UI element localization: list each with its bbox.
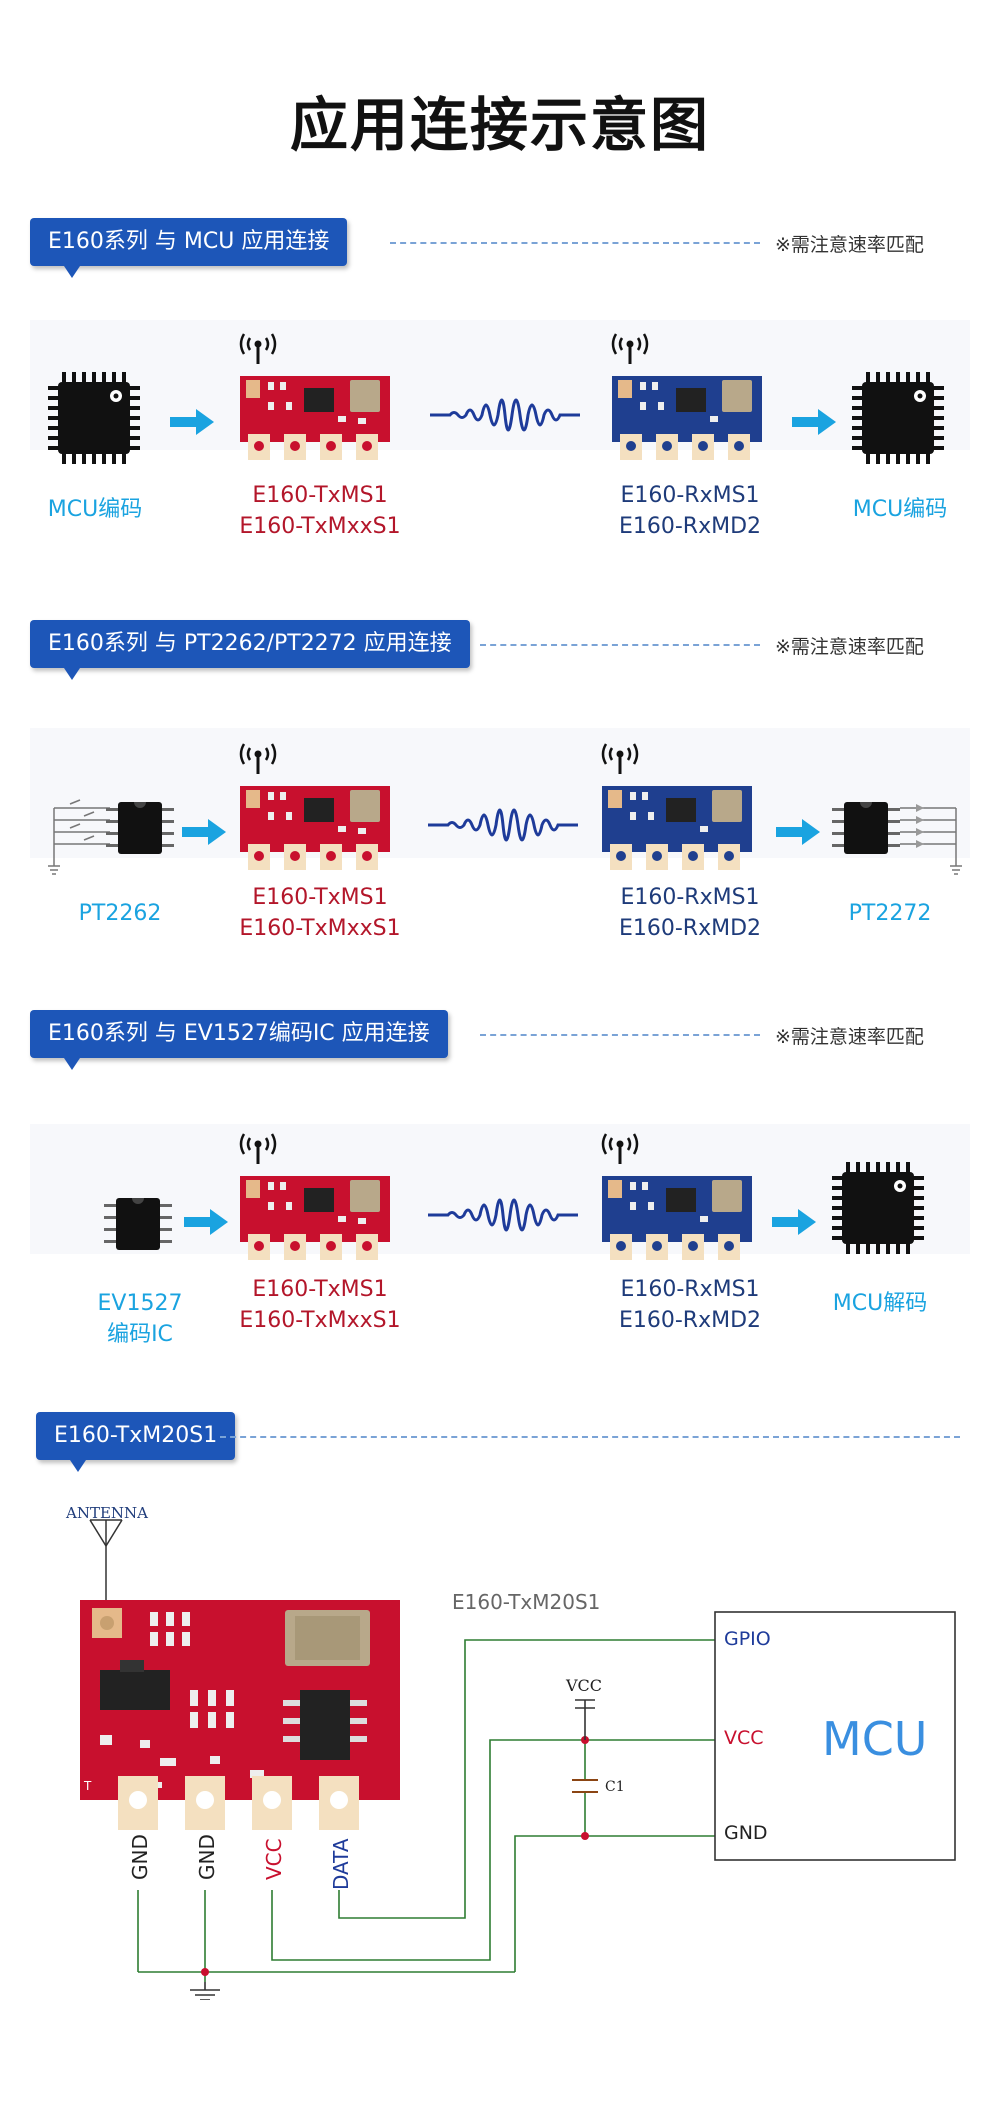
tx-label-1: E160-TxMS1 — [252, 885, 388, 910]
schematic-module-icon: T — [80, 1600, 400, 1830]
rx-label-1: E160-RxMS1 — [620, 1277, 760, 1302]
mcu-label: MCU — [822, 1712, 928, 1766]
pin-label-data: DATA — [329, 1838, 353, 1890]
pin-label-gnd-1: GND — [128, 1834, 152, 1880]
rx-label-2: E160-RxMD2 — [618, 1308, 762, 1333]
pin-label-gnd-2: GND — [195, 1834, 219, 1880]
pin-label-vcc: VCC — [262, 1838, 286, 1880]
section-header-pt2262: E160系列 与 PT2262/PT2272 应用连接 — [30, 620, 470, 680]
rf-wave-icon — [428, 808, 578, 842]
diagram-band — [30, 1124, 970, 1254]
antenna-symbol-icon — [89, 1519, 123, 1600]
mcu-chip-icon — [832, 1162, 924, 1254]
section-header-mcu: E160系列 与 MCU 应用连接 — [30, 218, 348, 278]
rf-wave-icon — [430, 398, 580, 432]
pt2272-chip-icon — [832, 802, 962, 875]
mcu-chip-icon — [852, 372, 944, 464]
tx-label-2: E160-TxMxxS1 — [239, 916, 401, 941]
header-dash-line — [480, 1034, 760, 1036]
rate-note: ※需注意速率匹配 — [775, 234, 924, 256]
rate-note: ※需注意速率匹配 — [775, 1026, 924, 1048]
capacitor-symbol-icon — [572, 1779, 598, 1793]
rx-module-icon — [601, 742, 752, 870]
rf-wave-icon — [428, 1198, 578, 1232]
left-device-label: PT2262 — [78, 901, 162, 926]
right-device-label: MCU编码 — [852, 497, 948, 522]
right-device-label: MCU解码 — [832, 1291, 928, 1316]
arrow-right-icon — [184, 1209, 228, 1235]
arrow-right-icon — [792, 409, 836, 435]
rx-label-2: E160-RxMD2 — [618, 916, 762, 941]
mcu-box — [714, 1611, 956, 1861]
mcu-pin-gnd: GND — [724, 1822, 768, 1844]
header-dash-line — [480, 644, 760, 646]
section-header-schematic: E160-TxM20S1 — [36, 1412, 236, 1472]
tx-label-2: E160-TxMxxS1 — [239, 514, 401, 539]
tx-label-2: E160-TxMxxS1 — [239, 1308, 401, 1333]
header-dash-line — [390, 242, 760, 244]
antenna-label: ANTENNA — [66, 1504, 148, 1522]
arrow-right-icon — [776, 819, 820, 845]
right-device-label: PT2272 — [848, 901, 932, 926]
tx-label-1: E160-TxMS1 — [252, 1277, 388, 1302]
left-device-label-2: 编码IC — [107, 1322, 173, 1347]
diagram-band — [30, 320, 970, 450]
page-title: 应用连接示意图 — [289, 91, 710, 159]
ground-symbol-icon — [190, 1982, 220, 2000]
rate-note: ※需注意速率匹配 — [775, 636, 924, 658]
rx-label-1: E160-RxMS1 — [620, 885, 760, 910]
mcu-chip-icon — [48, 372, 140, 464]
schematic-diagram: T — [80, 1519, 956, 2000]
tx-module-icon — [239, 332, 390, 460]
left-device-label-1: EV1527 — [97, 1291, 183, 1316]
rx-label-2: E160-RxMD2 — [618, 514, 762, 539]
capacitor-label: C1 — [605, 1779, 625, 1795]
rx-label-1: E160-RxMS1 — [620, 483, 760, 508]
schematic-module-label: E160-TxM20S1 — [452, 1590, 601, 1614]
svg-text:T: T — [83, 1779, 92, 1793]
vcc-symbol-label: VCC — [566, 1676, 603, 1695]
pt2262-chip-icon — [48, 799, 174, 875]
header-dash-line — [220, 1436, 960, 1438]
arrow-right-icon — [170, 409, 214, 435]
rx-module-icon — [601, 1132, 752, 1260]
rx-module-icon — [611, 332, 762, 460]
arrow-right-icon — [772, 1209, 816, 1235]
left-device-label: MCU编码 — [47, 497, 143, 522]
mcu-pin-vcc: VCC — [724, 1727, 764, 1749]
mcu-pin-gpio: GPIO — [724, 1628, 771, 1650]
tx-label-1: E160-TxMS1 — [252, 483, 388, 508]
ev1527-chip-icon — [104, 1198, 172, 1250]
arrow-right-icon — [182, 819, 226, 845]
section-header-ev1527: E160系列 与 EV1527编码IC 应用连接 — [30, 1010, 448, 1070]
tx-module-icon — [239, 742, 390, 870]
tx-module-icon — [239, 1132, 390, 1260]
